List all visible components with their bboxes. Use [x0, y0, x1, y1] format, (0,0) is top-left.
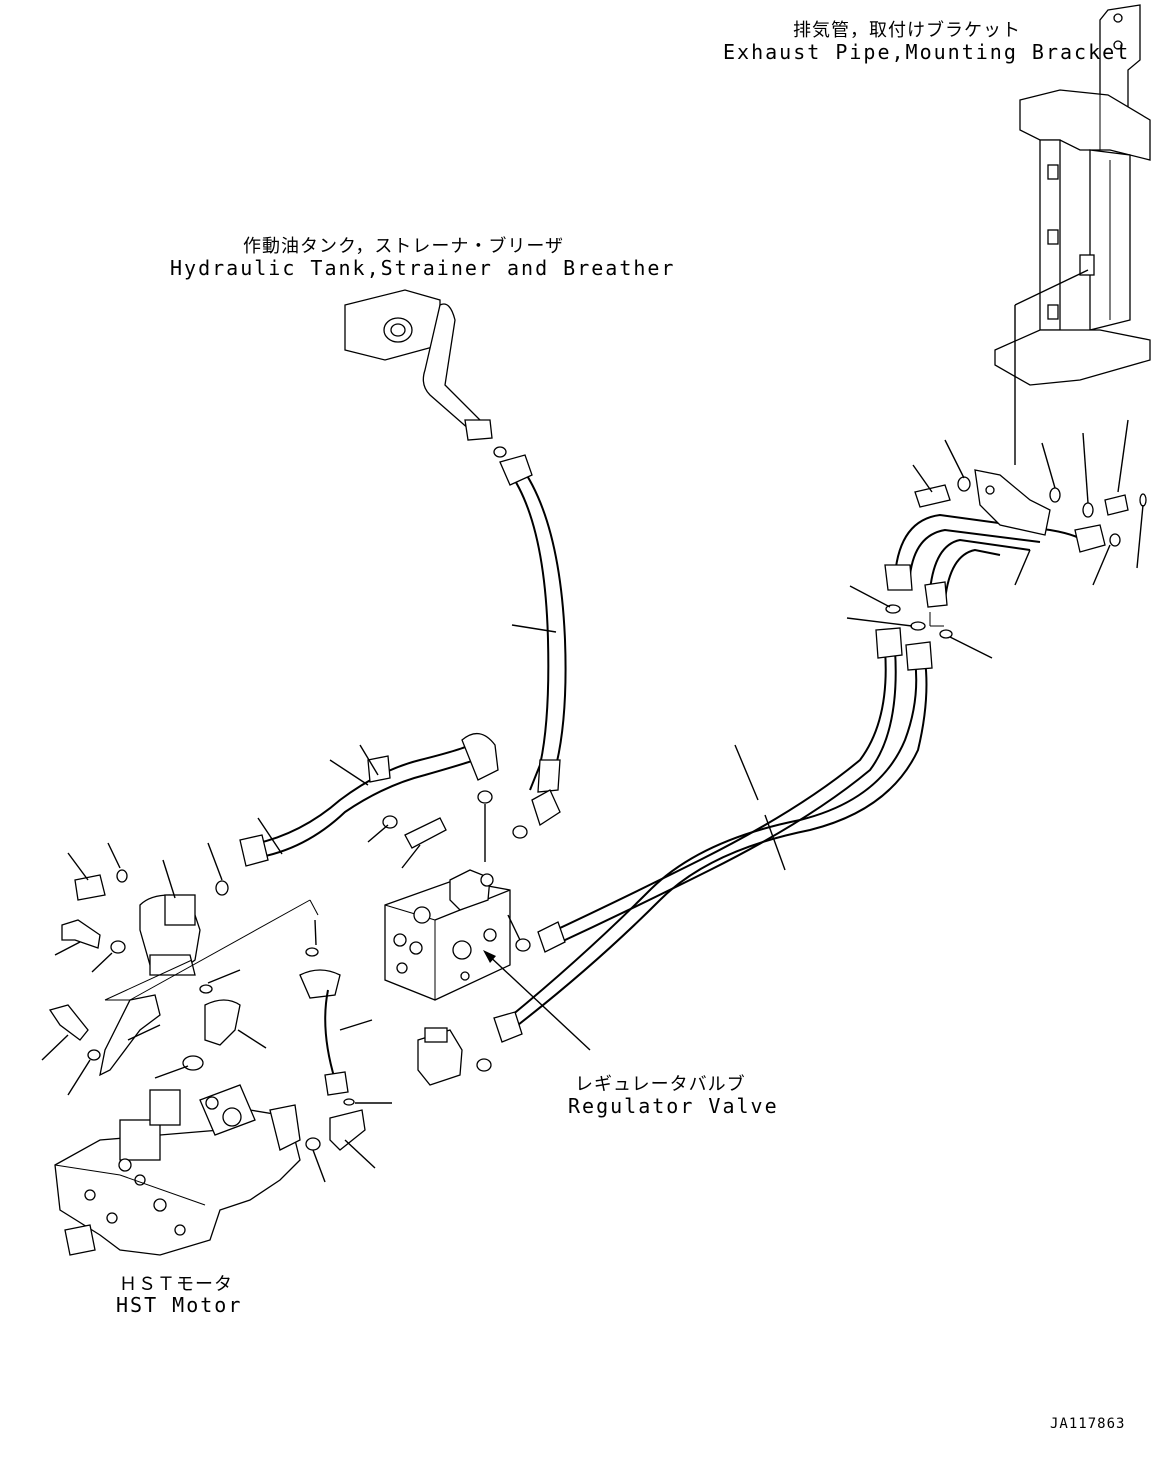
tank-return-hose	[499, 454, 567, 827]
tank-fitting-part	[344, 289, 507, 458]
exhaust-label-jp: 排気管，取付けブラケット	[793, 20, 1021, 41]
tank-label-jp: 作動油タンク，ストレーナ・ブリーザ	[243, 236, 565, 257]
hst-label-en: HST Motor	[116, 1293, 243, 1317]
regulator-label-en: Regulator Valve	[568, 1094, 779, 1118]
hst-label-jp: ＨＳＴモータ	[119, 1274, 233, 1295]
drawing-code: JA117863	[1050, 1416, 1126, 1432]
left-fittings	[41, 842, 392, 1183]
left-hose	[239, 733, 499, 869]
tank-label-en: Hydraulic Tank,Strainer and Breather	[170, 256, 676, 280]
exhaust-label-en: Exhaust Pipe,Mounting Bracket	[723, 40, 1131, 64]
main-hoses	[493, 627, 933, 1043]
regulator-valve-part	[384, 790, 591, 1086]
exhaust-bracket-part	[994, 4, 1151, 465]
regulator-label-jp: レギュレータバルブ	[575, 1074, 746, 1095]
hst-motor-part	[54, 1084, 301, 1256]
pipe-assembly	[846, 419, 1147, 659]
